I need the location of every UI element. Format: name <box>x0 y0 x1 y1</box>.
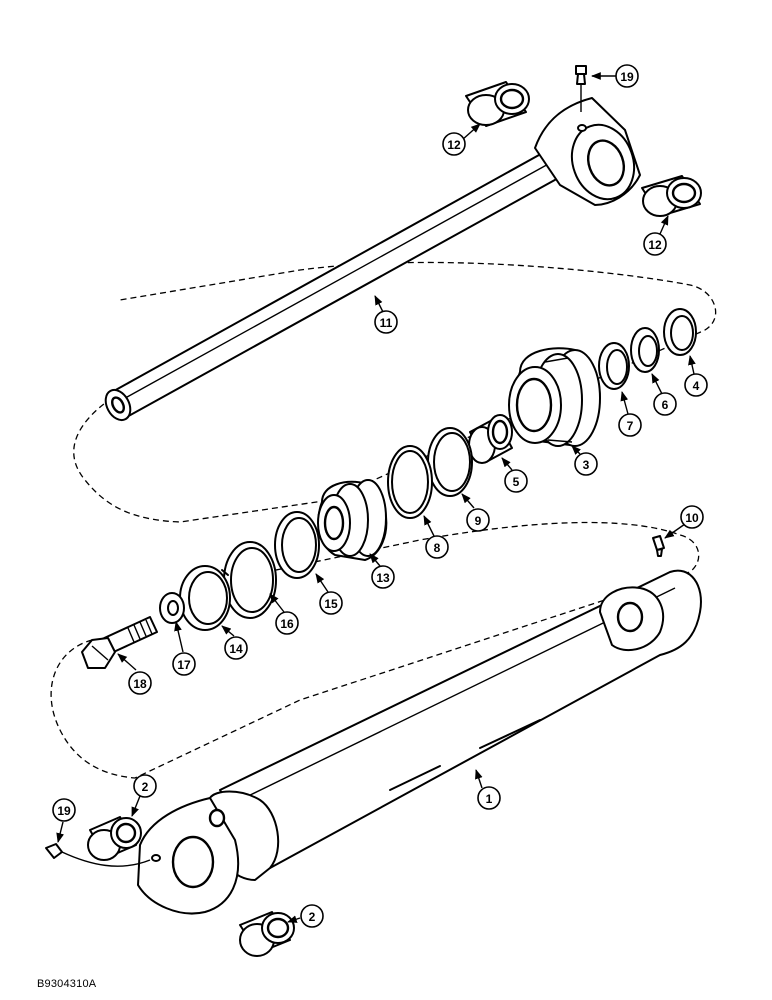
callout-14: 14 <box>224 636 248 660</box>
callout-3: 3 <box>574 452 598 476</box>
piston <box>317 479 388 561</box>
port-plug <box>652 535 665 557</box>
gland-bushing <box>468 414 513 464</box>
bushing-2-lower <box>239 911 295 957</box>
svg-text:19: 19 <box>57 804 71 818</box>
callout-10: 10 <box>680 505 704 529</box>
callout-7: 7 <box>618 413 642 437</box>
svg-text:9: 9 <box>475 514 482 528</box>
piston-bolt <box>81 616 158 669</box>
backup-ring <box>598 342 630 390</box>
svg-text:8: 8 <box>434 541 441 555</box>
svg-text:6: 6 <box>662 398 669 412</box>
svg-text:14: 14 <box>229 642 243 656</box>
svg-text:2: 2 <box>142 780 149 794</box>
svg-text:2: 2 <box>309 910 316 924</box>
cylinder-barrel <box>137 569 702 915</box>
bushing-12-lower <box>641 175 702 217</box>
grease-fitting-bottom <box>45 843 151 867</box>
svg-text:3: 3 <box>583 458 590 472</box>
gland <box>508 347 601 447</box>
grease-fitting-top <box>575 65 587 112</box>
figure-id-label: B9304310A <box>37 978 97 990</box>
svg-text:18: 18 <box>133 677 147 691</box>
svg-text:12: 12 <box>648 238 662 252</box>
svg-text:10: 10 <box>685 511 699 525</box>
leader-arrows <box>56 72 696 923</box>
svg-text:12: 12 <box>447 138 461 152</box>
svg-text:17: 17 <box>177 658 191 672</box>
callout-2-upper: 2 <box>133 774 157 798</box>
callout-6: 6 <box>653 392 677 416</box>
assembly-guide-upper <box>73 261 717 523</box>
callout-19-top: 19 <box>615 64 639 88</box>
callout-5: 5 <box>504 469 528 493</box>
callout-12-lower: 12 <box>643 232 667 256</box>
svg-text:13: 13 <box>376 571 390 585</box>
callout-11: 11 <box>374 310 398 334</box>
assembly-guide-lower <box>50 521 700 779</box>
washer <box>159 592 185 624</box>
piston-rod <box>104 97 641 422</box>
svg-text:5: 5 <box>513 475 520 489</box>
callout-19-bottom: 19 <box>52 798 76 822</box>
callout-13: 13 <box>371 565 395 589</box>
bushing-12-upper <box>465 81 530 127</box>
backup-ring-9 <box>427 427 473 497</box>
svg-text:15: 15 <box>324 597 338 611</box>
wiper-seal <box>663 308 697 356</box>
callout-4: 4 <box>684 373 708 397</box>
bushing-2-upper <box>87 816 142 861</box>
callout-16: 16 <box>275 611 299 635</box>
callout-12-upper: 12 <box>442 132 466 156</box>
piston-seal-16 <box>223 541 277 619</box>
svg-text:16: 16 <box>280 617 294 631</box>
callout-15: 15 <box>319 591 343 615</box>
callout-9: 9 <box>466 508 490 532</box>
callout-1: 1 <box>477 786 501 810</box>
svg-text:11: 11 <box>380 316 393 330</box>
rod-seal <box>630 327 660 373</box>
svg-text:1: 1 <box>486 792 493 806</box>
callout-2-lower: 2 <box>300 904 324 928</box>
svg-text:7: 7 <box>627 419 634 433</box>
piston-seal-15 <box>274 511 320 579</box>
wear-ring <box>179 565 231 631</box>
svg-text:4: 4 <box>693 379 700 393</box>
callout-17: 17 <box>172 652 196 676</box>
o-ring <box>387 445 433 519</box>
callout-8: 8 <box>425 535 449 559</box>
svg-text:19: 19 <box>620 70 634 84</box>
callout-18: 18 <box>128 671 152 695</box>
